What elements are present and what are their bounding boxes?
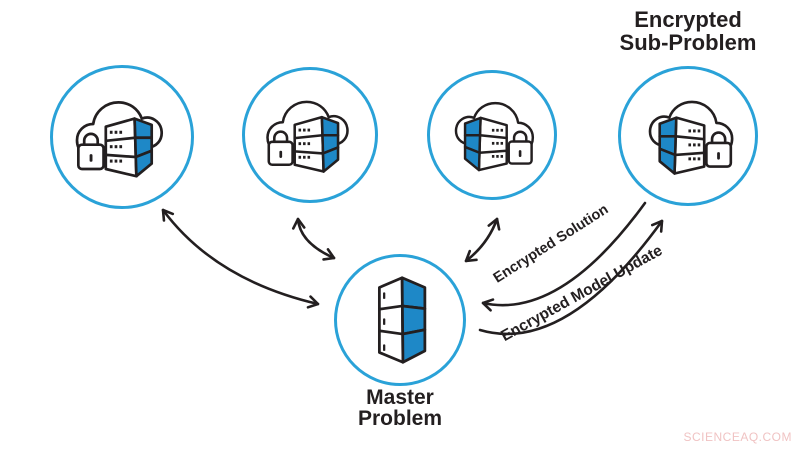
cloud-server-lock-icon [266, 100, 349, 173]
cloud-server-lock-icon [648, 100, 733, 175]
master-label-line1: Master [366, 386, 434, 409]
arrowhead-to-node1 [157, 205, 175, 222]
sub-problem-label: Encrypted Sub-Problem [600, 8, 776, 54]
node-sub-problem-3 [427, 70, 557, 200]
sub-problem-label-line1: Encrypted [634, 7, 742, 32]
encrypted-solution-arrow-path [481, 201, 647, 307]
arrow-master-node2-path [296, 217, 336, 260]
arrowhead-to-master-2 [322, 248, 338, 265]
arrow-master-node1-path [161, 208, 320, 306]
arrowhead-solution-to-master [480, 296, 495, 312]
arrow-master-node3-path [464, 217, 499, 263]
node-sub-problem-2 [242, 67, 378, 203]
node-master-problem [334, 254, 466, 386]
cloud-server-lock-icon [454, 101, 535, 172]
node-sub-problem-4 [618, 66, 758, 206]
arrowhead-to-node3 [487, 215, 504, 231]
master-problem-label: Master Problem [330, 387, 470, 429]
arrowhead-to-master-1 [306, 295, 321, 311]
master-label-line2: Problem [357, 407, 443, 430]
sub-problem-label-line2: Sub-Problem [619, 30, 757, 55]
watermark: SCIENCEAQ.COM [683, 430, 792, 444]
arrowhead-to-node2 [291, 217, 306, 230]
node-sub-problem-1 [50, 65, 194, 209]
encrypted-model-update-label: Encrypted Model Update [498, 242, 666, 346]
master-server-icon [377, 276, 426, 364]
cloud-server-lock-icon [75, 100, 164, 178]
arrowhead-update-to-node4 [650, 216, 668, 233]
arrowhead-to-master-3 [461, 249, 478, 267]
